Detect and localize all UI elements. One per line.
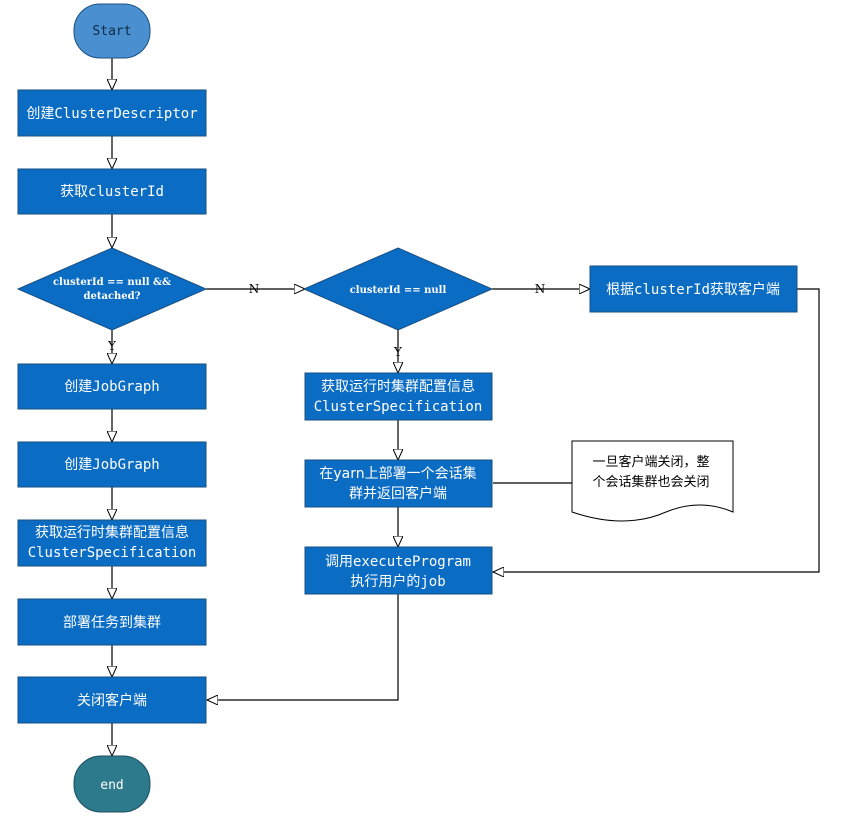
process-label-line-1: 获取运行时集群配置信息 xyxy=(321,378,475,395)
edge-label-y1: Y xyxy=(107,339,117,353)
process-deploy-job: 部署任务到集群 xyxy=(17,598,207,646)
process-create-cluster-descriptor: 创建ClusterDescriptor xyxy=(17,89,207,137)
process-get-client-by-id: 根据clusterId获取客户端 xyxy=(589,265,798,313)
edge-label-n2: N xyxy=(535,282,546,296)
process-get-cluster-spec-left: 获取运行时集群配置信息 ClusterSpecification xyxy=(17,519,207,567)
start-terminal: Start xyxy=(73,3,151,59)
decision-clusterid-null-detached: clusterId == null && detached? xyxy=(16,247,208,331)
process-label: 部署任务到集群 xyxy=(63,614,161,631)
start-label: Start xyxy=(92,24,131,39)
edge-getclient-to-execute xyxy=(493,288,820,572)
process-label: 创建ClusterDescriptor xyxy=(26,106,197,122)
process-label-line-1: 获取运行时集群配置信息 xyxy=(35,524,189,541)
decision-label-line-1: clusterId == null && xyxy=(53,277,171,288)
process-label-line-1: 调用executeProgram xyxy=(325,554,471,570)
connectors xyxy=(112,58,820,756)
process-create-jobgraph-1: 创建JobGraph xyxy=(17,363,207,410)
process-deploy-session-cluster: 在yarn上部署一个会话集 群并返回客户端 xyxy=(304,459,493,508)
decision-label-line-2: detached? xyxy=(83,291,140,302)
process-label: 关闭客户端 xyxy=(77,692,147,709)
process-label-line-2: 群并返回客户端 xyxy=(349,485,447,502)
process-get-cluster-spec-middle: 获取运行时集群配置信息 ClusterSpecification xyxy=(304,372,493,421)
process-execute-program: 调用executeProgram 执行用户的job xyxy=(304,546,493,595)
process-label: 创建JobGraph xyxy=(64,379,159,395)
process-label: 根据clusterId获取客户端 xyxy=(606,281,780,298)
process-label-line-2: ClusterSpecification xyxy=(314,399,483,415)
note-line-2: 个会话集群也会关闭 xyxy=(592,474,709,490)
end-terminal: end xyxy=(73,755,151,813)
decision-label: clusterId == null xyxy=(350,285,447,296)
process-label-line-2: 执行用户的job xyxy=(350,573,445,590)
decision-clusterid-null: clusterId == null xyxy=(302,247,494,331)
end-label: end xyxy=(100,778,123,793)
process-create-jobgraph-2: 创建JobGraph xyxy=(17,441,207,488)
process-label-line-2: ClusterSpecification xyxy=(28,545,197,561)
note-line-1: 一旦客户端关闭，整 xyxy=(592,454,709,470)
process-label-line-1: 在yarn上部署一个会话集 xyxy=(319,465,476,482)
note-document: 一旦客户端关闭，整 个会话集群也会关闭 xyxy=(571,440,734,522)
process-label: 创建JobGraph xyxy=(64,457,159,473)
process-get-cluster-id: 获取clusterId xyxy=(17,168,207,215)
process-label: 获取clusterId xyxy=(60,184,164,200)
edge-execute-to-close xyxy=(207,594,399,700)
process-close-client: 关闭客户端 xyxy=(17,676,207,724)
edge-label-n1: N xyxy=(249,282,260,296)
edge-label-y2: Y xyxy=(393,345,403,359)
